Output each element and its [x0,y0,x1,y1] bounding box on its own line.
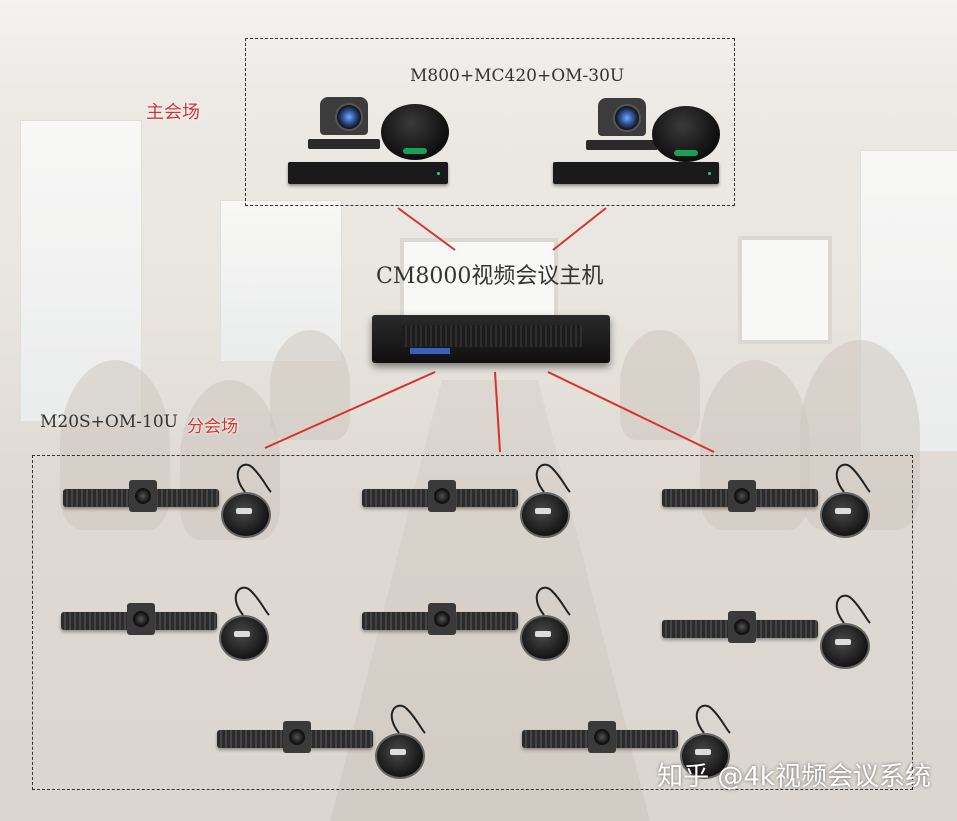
speakerphone-icon [381,104,449,160]
link-branch-right [547,371,715,453]
ptz-camera-icon [308,97,380,149]
codec-box-icon [553,162,719,184]
branch-terminal [217,703,432,779]
watermark: 知乎 @4k视频会议系统 [657,762,931,792]
branch-terminal [362,462,577,538]
codec-box-icon [288,162,448,184]
main-venue-label: 主会场 [146,102,200,123]
omni-mic-icon [520,615,570,661]
branch-venue-box [32,455,913,790]
branch-terminal [362,585,577,661]
branch-terminal [63,462,278,538]
branch-venue-label: 分会场 [187,417,238,437]
link-main-right [552,207,607,251]
host-label: CM8000视频会议主机 [376,264,604,289]
omni-mic-icon [221,492,271,538]
omni-mic-icon [375,733,425,779]
omni-mic-icon [520,492,570,538]
main-venue-box [245,38,735,206]
wall-screen-right [738,236,832,344]
attendee [620,330,700,440]
link-main-left [397,207,456,251]
ceiling [0,0,957,90]
branch-terminal [662,593,877,669]
main-venue-equipment-label: M800+MC420+OM-30U [410,66,625,86]
branch-terminal [662,462,877,538]
link-branch-center [494,371,501,453]
link-branch-left [264,371,436,449]
mcu-server-icon [372,315,610,363]
ptz-camera-icon [586,98,658,150]
omni-mic-icon [219,615,269,661]
omni-mic-icon [820,623,870,669]
branch-equipment-label: M20S+OM-10U [40,412,178,432]
attendee [270,330,350,440]
branch-terminal [61,585,276,661]
omni-mic-icon [820,492,870,538]
branch-terminal [522,703,737,779]
omni-mic-icon [680,733,730,779]
speakerphone-icon [652,106,720,162]
